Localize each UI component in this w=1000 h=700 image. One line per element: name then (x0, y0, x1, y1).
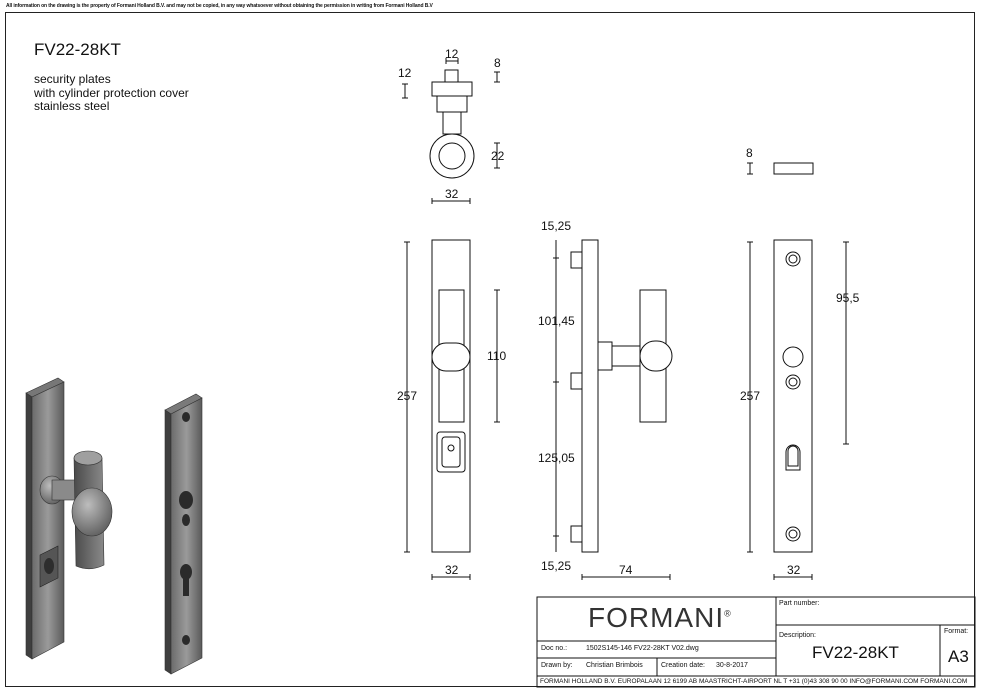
back-view (747, 162, 849, 580)
company-footer: FORMANI HOLLAND B.V. EUROPALAAN 12 6199 … (540, 678, 968, 685)
dim-top-offset: 15,25 (541, 219, 572, 233)
dim-back-height: 257 (740, 389, 761, 403)
format-label: Format: (944, 628, 969, 635)
product-code: FV22-28KT (34, 40, 121, 59)
dim-ring: 22 (491, 149, 505, 163)
description-value: FV22-28KT (812, 643, 899, 662)
format-value: A3 (948, 647, 969, 666)
formani-logo: FORMANI® (588, 602, 732, 634)
dim-bottom-offset: 15,25 (541, 559, 572, 573)
dim-back-thickness: 8 (746, 146, 753, 160)
front-view (404, 239, 500, 580)
dim-hole-spacing: 95,5 (836, 291, 860, 305)
part-number-label: Part number: (779, 600, 820, 607)
dim-upper: 101,45 (538, 314, 575, 328)
dim-pin-width: 12 (445, 47, 459, 61)
creation-date-label: Creation date: (661, 662, 705, 669)
dim-front-width: 32 (445, 563, 459, 577)
dim-lower: 125,05 (538, 451, 575, 465)
drawn-by-value: Christian Brimbois (586, 662, 643, 669)
creation-date-value: 30-8-2017 (716, 662, 748, 669)
description-line: security plates (34, 72, 111, 86)
doc-no-value: 1502S145-146 FV22-28KT V02.dwg (586, 645, 699, 652)
dim-front-height: 257 (397, 389, 418, 403)
drawn-by-label: Drawn by: (541, 662, 573, 669)
description-label: Description: (779, 632, 816, 639)
logo-text: FORMANI (588, 602, 725, 633)
product-description: security plates with cylinder protection… (34, 72, 189, 114)
top-view (402, 58, 500, 204)
drawing-frame (5, 12, 975, 687)
dim-back-width: 32 (787, 563, 801, 577)
dim-top-width: 32 (445, 187, 459, 201)
dim-handle-height: 110 (487, 349, 507, 363)
registered-mark: ® (724, 608, 732, 619)
render-front-plate (25, 377, 113, 660)
dim-depth: 74 (619, 563, 633, 577)
description-line: stainless steel (34, 99, 110, 113)
doc-no-label: Doc no.: (541, 645, 568, 652)
description-line: with cylinder protection cover (34, 85, 189, 100)
dim-top-thickness: 8 (494, 56, 501, 70)
title-block-grid (536, 596, 976, 688)
render-back-plate (164, 393, 203, 675)
dim-pin-height: 12 (398, 66, 412, 80)
disclaimer-text: All information on the drawing is the pr… (6, 3, 433, 9)
side-view (553, 239, 673, 580)
